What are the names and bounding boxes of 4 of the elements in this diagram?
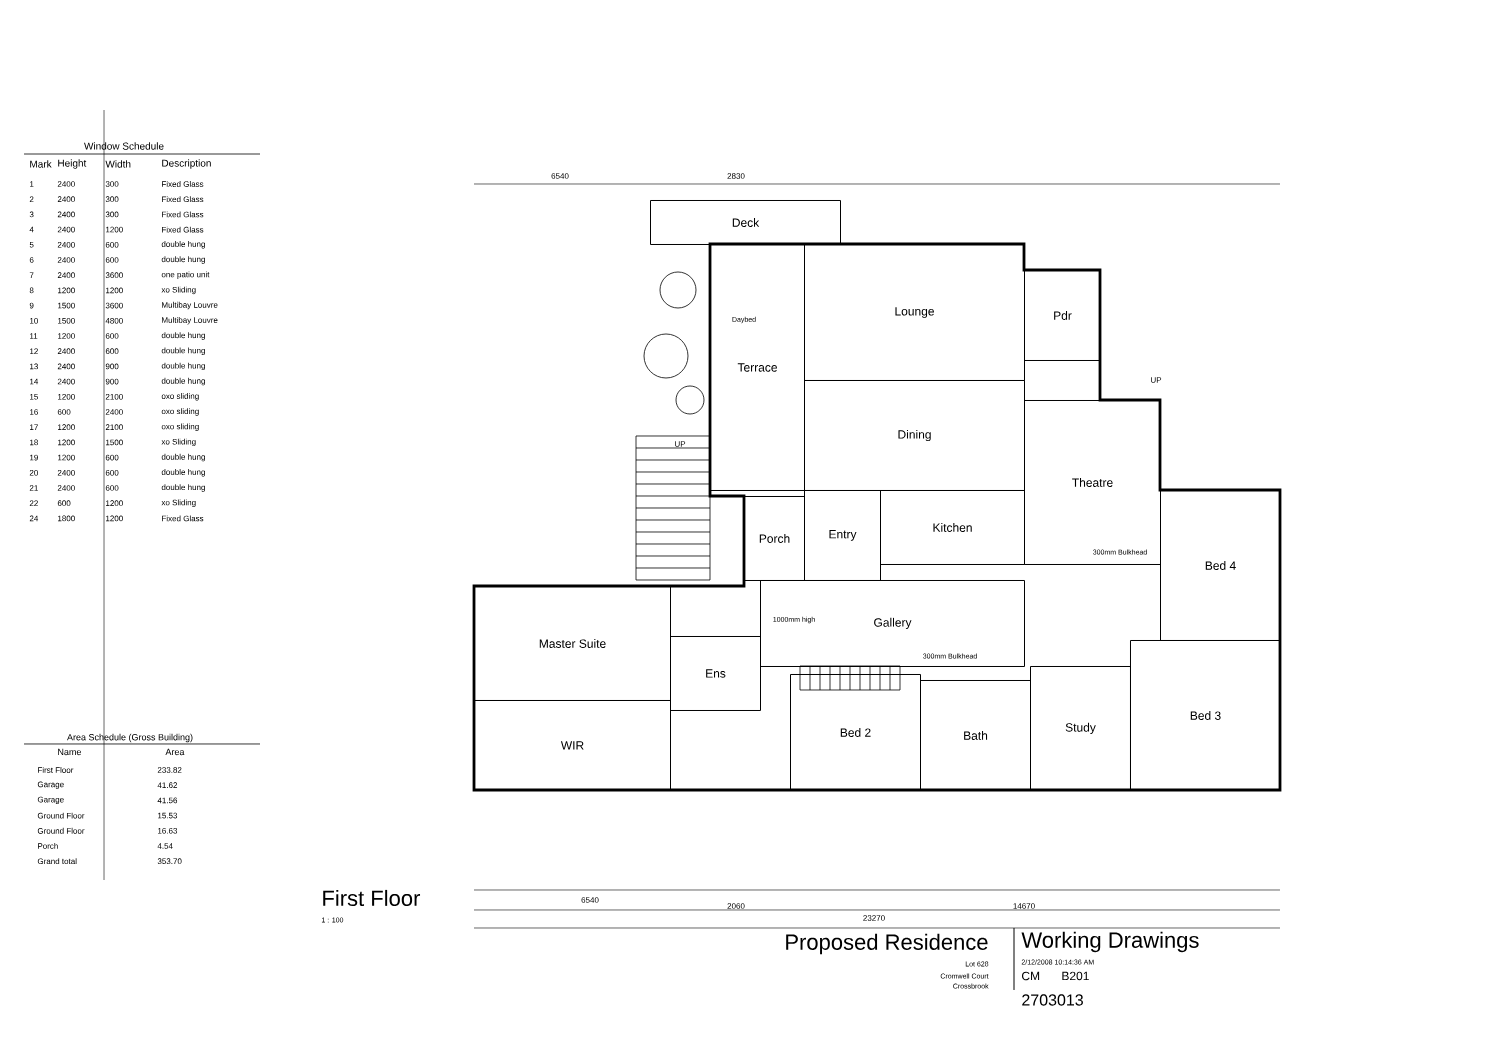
- drawing-title: First Floor: [323, 889, 421, 907]
- sheet-title: Working Drawings: [1021, 931, 1199, 953]
- job-number: 2703013: [1022, 994, 1083, 1006]
- project-title: Proposed Residence: [786, 933, 988, 955]
